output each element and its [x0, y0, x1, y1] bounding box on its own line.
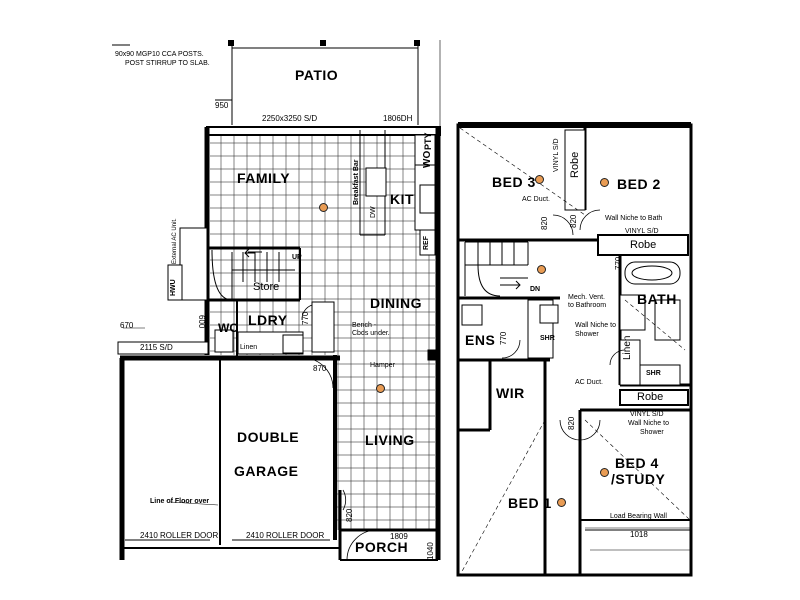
robe-2: Robe: [630, 239, 657, 251]
roller-door-1: 2410 ROLLER DOOR: [140, 531, 219, 540]
cbds-note: Cbds under.: [352, 330, 390, 337]
room-bath: BATH: [637, 291, 677, 307]
dim-770b: 770: [614, 256, 623, 270]
dim-2115: 2115 S/D: [140, 343, 173, 352]
dim-820a: 820: [540, 216, 549, 230]
hwu-label: HWU: [170, 279, 177, 296]
load-bearing-wall: Load Bearing Wall: [610, 513, 667, 520]
dim-870: 870: [313, 364, 327, 373]
dn-label: DN: [530, 286, 541, 293]
wall-niche-shower-1: Wall Niche to: [575, 322, 616, 329]
wall-niche-shower-2: Wall Niche to: [628, 420, 669, 427]
external-ac-note: External AC Unit.: [172, 218, 178, 264]
room-kit: KIT: [390, 191, 415, 207]
dim-820: 820: [345, 508, 354, 522]
hamper-note: Hamper: [370, 362, 395, 369]
dw-label: DW: [370, 206, 377, 218]
dim-950: 950: [215, 101, 229, 110]
robe-1: Robe: [569, 151, 581, 178]
vinyl-sd-1: VINYL S/D: [553, 138, 560, 172]
breakfast-bar: Breakfast Bar: [353, 159, 360, 205]
room-wc: WC: [218, 321, 238, 335]
dim-1806dh: 1806DH: [383, 114, 413, 123]
room-bed2: BED 2: [617, 176, 661, 192]
room-pty: PTY: [423, 132, 433, 150]
upper-stair: [464, 241, 529, 297]
linen-label: Linen: [240, 344, 258, 351]
wall-niche-bath: Wall Niche to Bath: [605, 215, 663, 222]
light-living: [376, 384, 385, 393]
upper-doors: [501, 209, 626, 441]
room-ldry: LDRY: [248, 312, 288, 328]
bench-note: Bench -: [352, 322, 377, 329]
void-lines: [459, 127, 691, 576]
light-bed2: [600, 178, 609, 187]
line-floor-note: Line of Floor over: [150, 498, 210, 505]
mech-vent: Mech. Vent.: [568, 294, 605, 301]
vinyl-sd-2: VINYL S/D: [625, 228, 659, 235]
vinyl-sd-3: VINYL S/D: [630, 411, 664, 418]
room-dining: DINING: [370, 295, 422, 311]
ground-doors: [301, 304, 378, 561]
ground-stair: [211, 249, 295, 301]
light-bed1: [557, 498, 566, 507]
room-patio: PATIO: [295, 67, 339, 83]
room-bed1: BED 1: [508, 495, 552, 511]
upper-floor-plan: [456, 122, 693, 577]
store-label: Store: [253, 281, 280, 293]
room-porch: PORCH: [355, 539, 409, 555]
roller-door-2: 2410 ROLLER DOOR: [246, 531, 325, 540]
living-tiles: [335, 355, 435, 530]
upper-walls: [456, 122, 693, 577]
shr-1: SHR: [540, 335, 555, 342]
dim-1809: 1809: [390, 532, 408, 541]
room-bed4: BED 4: [615, 455, 659, 471]
dim-770a: 770: [499, 331, 508, 345]
light-landing: [537, 265, 546, 274]
room-family: FAMILY: [237, 170, 291, 186]
dim-1018: 1018: [630, 530, 648, 539]
shower-2: Shower: [640, 429, 664, 436]
room-double: DOUBLE: [237, 429, 300, 445]
shr-2: SHR: [646, 370, 661, 377]
room-wo: WO: [422, 150, 433, 168]
room-wir: WIR: [496, 385, 525, 401]
ac-duct-2: AC Duct.: [575, 379, 604, 386]
dim-820b: 820: [569, 214, 578, 228]
dim-820c: 820: [567, 416, 576, 430]
room-ens: ENS: [465, 332, 496, 348]
light-family: [319, 203, 328, 212]
ac-duct-1: AC Duct.: [522, 196, 551, 203]
room-garage: GARAGE: [234, 463, 299, 479]
to-bathroom: to Bathroom: [568, 302, 607, 309]
stirrup-note: POST STIRRUP TO SLAB.: [125, 60, 210, 67]
dim-670: 670: [120, 321, 134, 330]
room-living: LIVING: [365, 432, 415, 448]
room-ref: REF: [423, 236, 430, 250]
dim-770: 770: [301, 311, 310, 325]
ground-floor-plan: [112, 40, 441, 561]
dim-slider: 2250x3250 S/D: [262, 114, 318, 123]
robe-3: Robe: [637, 391, 664, 403]
shower-1: Shower: [575, 331, 599, 338]
light-bed3: [535, 175, 544, 184]
dim-1040: 1040: [426, 542, 435, 560]
room-study: /STUDY: [611, 471, 666, 487]
up-label: UP: [292, 254, 302, 261]
light-bed4: [600, 468, 609, 477]
dim-600: 600: [197, 315, 206, 329]
linen-upper: Linen: [622, 335, 633, 360]
posts-note: 90x90 MGP10 CCA POSTS.: [115, 51, 204, 58]
room-bed3: BED 3: [492, 174, 536, 190]
